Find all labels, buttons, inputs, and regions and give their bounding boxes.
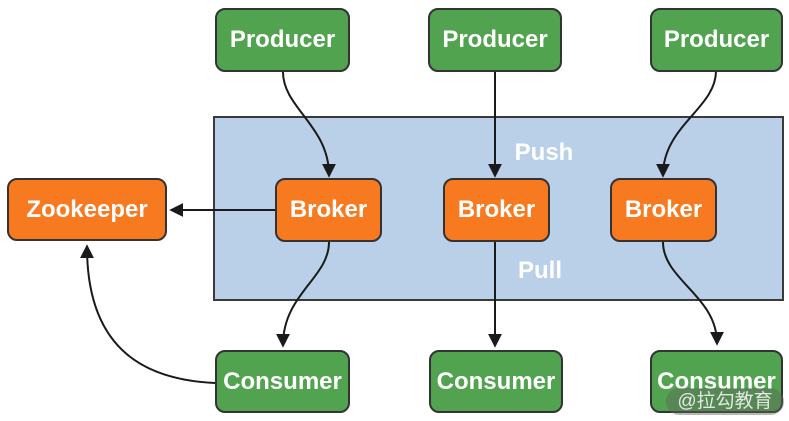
consumer-2-node: Consumer bbox=[429, 350, 563, 413]
watermark-badge: @拉勾教育 bbox=[666, 388, 784, 415]
push-label: Push bbox=[514, 139, 574, 166]
producer-1-node: Producer bbox=[215, 8, 350, 72]
consumer-3-node: Consumer bbox=[650, 350, 783, 413]
producer-3-node: Producer bbox=[650, 8, 783, 72]
producer-2-node: Producer bbox=[428, 8, 562, 72]
broker-1-node: Broker bbox=[275, 178, 382, 242]
broker-3-node: Broker bbox=[610, 178, 717, 242]
pull-label: Pull bbox=[517, 257, 562, 284]
zookeeper-node: Zookeeper bbox=[7, 178, 167, 241]
consumer-1-node: Consumer bbox=[215, 350, 350, 413]
broker-2-node: Broker bbox=[443, 178, 550, 242]
edge-consumer1-zookeeper bbox=[80, 244, 216, 384]
